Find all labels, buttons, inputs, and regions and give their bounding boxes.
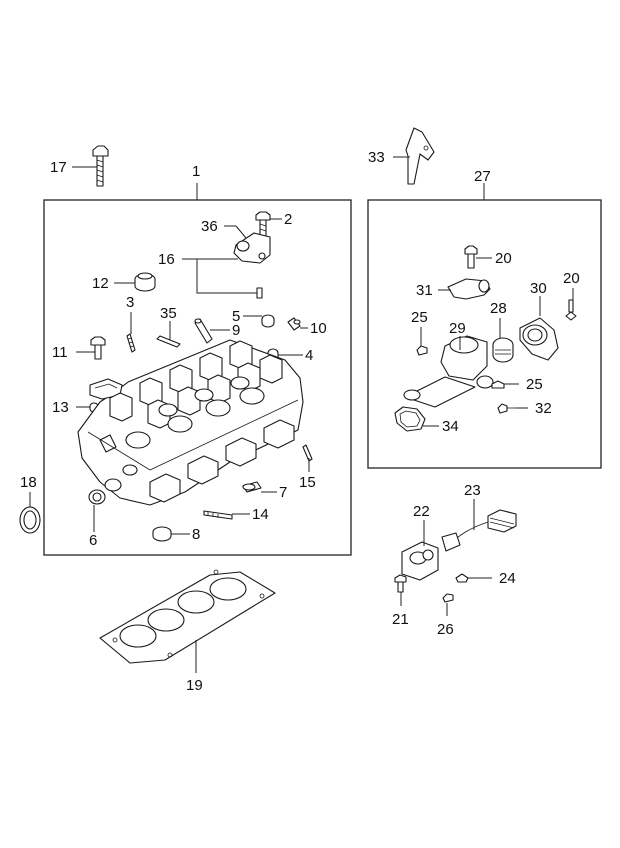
callout-18: 18 (20, 474, 37, 491)
callout-32: 32 (535, 400, 552, 417)
callout-20b: 20 (563, 270, 580, 287)
callout-7: 7 (279, 484, 287, 501)
callout-13: 13 (52, 399, 69, 416)
seal-5 (261, 314, 275, 328)
sensor-harness-23 (441, 509, 517, 552)
bolt-2 (255, 211, 271, 237)
callout-24: 24 (499, 570, 516, 587)
callout-33: 33 (368, 149, 385, 166)
bolt-20-upper (464, 245, 478, 269)
head-gasket-19 (99, 569, 276, 664)
callout-31: 31 (416, 282, 433, 299)
bolt-11 (90, 336, 106, 360)
callout-1: 1 (192, 163, 200, 180)
bolt-25-lower (491, 380, 505, 389)
bracket-33 (405, 127, 435, 185)
callout-16: 16 (158, 251, 175, 268)
head-bolt-17 (92, 145, 109, 187)
thermostat-housing-29 (403, 335, 494, 408)
guide-10 (287, 317, 301, 331)
cylinder-head-1 (77, 339, 304, 506)
callout-28: 28 (490, 300, 507, 317)
water-inlet-30 (519, 317, 559, 361)
thermostat-28 (492, 337, 514, 363)
callout-20a: 20 (495, 250, 512, 267)
callout-26: 26 (437, 621, 454, 638)
callout-23: 23 (464, 482, 481, 499)
callout-9: 9 (232, 322, 240, 339)
callout-25b: 25 (526, 376, 543, 393)
small-bolt-16 (256, 287, 263, 299)
stud-15 (302, 444, 313, 462)
callout-2: 2 (284, 211, 292, 228)
callout-17: 17 (50, 159, 67, 176)
gasket-34 (394, 406, 426, 432)
bolt-21 (394, 574, 407, 593)
callout-4: 4 (305, 347, 313, 364)
callout-34: 34 (442, 418, 459, 435)
leader-16 (182, 258, 258, 294)
callout-3: 3 (126, 294, 134, 311)
pin-35 (156, 335, 181, 348)
plug-12 (134, 272, 156, 292)
fitting-31 (447, 278, 491, 300)
valve-guide-9 (194, 318, 213, 344)
callout-35: 35 (160, 305, 177, 322)
callout-29: 29 (449, 320, 466, 337)
bolt-32 (497, 403, 517, 414)
callout-36: 36 (201, 218, 218, 235)
callout-25a: 25 (411, 309, 428, 326)
callout-8: 8 (192, 526, 200, 543)
bolt-25-upper (416, 345, 428, 356)
seal-6 (88, 489, 106, 505)
seal-18 (19, 506, 41, 534)
callout-19: 19 (186, 677, 203, 694)
stud-3 (126, 333, 136, 353)
callout-15: 15 (299, 474, 316, 491)
callout-14: 14 (252, 506, 269, 523)
cup-plug-8 (152, 526, 172, 542)
callout-21: 21 (392, 611, 409, 628)
bolt-20-right (565, 299, 577, 321)
bolt-24 (455, 573, 469, 583)
stud-14 (203, 510, 233, 520)
callout-27: 27 (474, 168, 491, 185)
callout-30: 30 (530, 280, 547, 297)
callout-5: 5 (232, 308, 240, 325)
sensor-22 (401, 541, 439, 581)
callout-10: 10 (310, 320, 327, 337)
callout-12: 12 (92, 275, 109, 292)
callout-22: 22 (413, 503, 430, 520)
water-outlet-36 (233, 232, 271, 264)
bolt-26 (442, 593, 454, 603)
callout-11: 11 (52, 344, 68, 361)
leader-36b (235, 225, 247, 239)
seal-7 (242, 481, 262, 493)
callout-6: 6 (89, 532, 97, 549)
